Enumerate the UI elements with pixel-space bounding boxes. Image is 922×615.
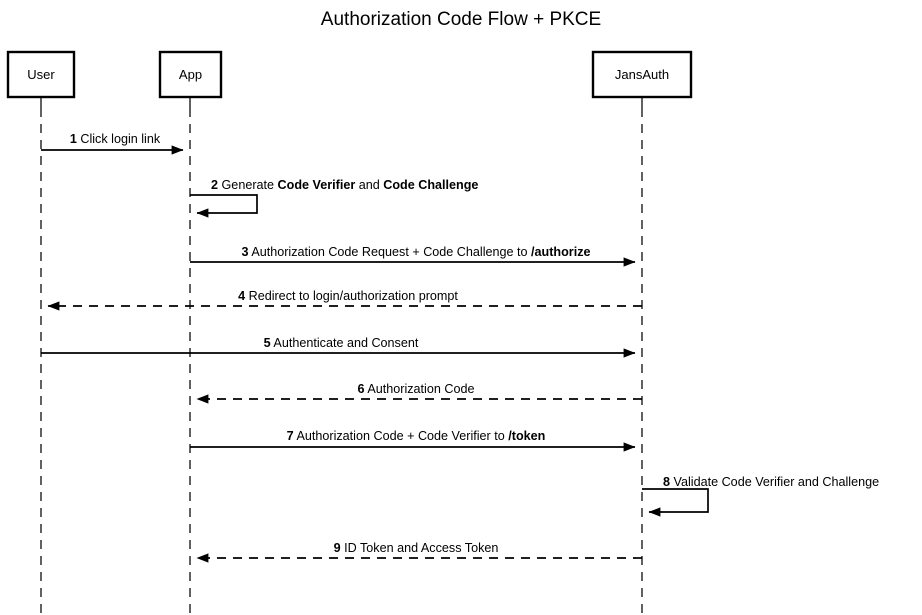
participant-user[interactable]: User <box>6 50 76 615</box>
message-label-4: 4 Redirect to login/authorization prompt <box>238 289 458 303</box>
message-number: 6 <box>358 382 365 396</box>
participant-jansauth[interactable]: JansAuth <box>591 50 693 615</box>
messages-layer: 1 Click login link 2 Generate Code Verifi… <box>41 132 879 563</box>
message-text-emphasis: Code Challenge <box>383 178 478 192</box>
participant-box-jansauth[interactable] <box>591 50 693 99</box>
diagram-title: Authorization Code Flow + PKCE <box>321 9 601 30</box>
message-4[interactable]: 4 Redirect to login/authorization prompt <box>47 289 642 311</box>
message-label-8: 8 Validate Code Verifier and Challenge <box>663 475 879 489</box>
message-number: 5 <box>264 336 271 350</box>
message-text-emphasis: Code Verifier <box>278 178 356 192</box>
message-3[interactable]: 3 Authorization Code Request + Code Chal… <box>190 245 636 267</box>
message-2[interactable]: 2 Generate Code Verifier and Code Challe… <box>190 178 478 218</box>
message-label-2: 2 Generate Code Verifier and Code Challe… <box>211 178 478 192</box>
message-text: Authenticate and Consent <box>271 336 419 350</box>
message-number: 9 <box>334 541 341 555</box>
message-label-1: 1 Click login link <box>70 132 161 146</box>
participant-label-user: User <box>27 67 55 82</box>
message-7[interactable]: 7 Authorization Code + Code Verifier to … <box>190 429 636 452</box>
message-label-3: 3 Authorization Code Request + Code Chal… <box>242 245 591 259</box>
message-text: Authorization Code + Code Verifier to <box>294 429 509 443</box>
participant-box-app[interactable] <box>158 50 223 99</box>
message-arrow-self[interactable] <box>190 194 258 218</box>
message-label-9: 9 ID Token and Access Token <box>334 541 499 555</box>
message-label-7: 7 Authorization Code + Code Verifier to … <box>287 429 546 443</box>
message-label-5: 5 Authenticate and Consent <box>264 336 419 350</box>
message-text: and <box>355 178 383 192</box>
participant-label-jansauth: JansAuth <box>615 67 669 82</box>
message-text: Authorization Code Request + Code Challe… <box>249 245 532 259</box>
message-8[interactable]: 8 Validate Code Verifier and Challenge <box>642 475 879 517</box>
message-text: ID Token and Access Token <box>341 541 499 555</box>
participants-layer: User App JansAuth <box>6 50 693 615</box>
message-text: Generate <box>218 178 278 192</box>
message-text: Authorization Code <box>365 382 475 396</box>
message-text: Validate Code Verifier and Challenge <box>670 475 879 489</box>
message-text-emphasis: /authorize <box>531 245 590 259</box>
message-number: 2 <box>211 178 218 192</box>
message-number: 3 <box>242 245 249 259</box>
message-5[interactable]: 5 Authenticate and Consent <box>41 336 636 358</box>
participant-label-app: App <box>179 67 202 82</box>
message-text: Click login link <box>77 132 161 146</box>
message-6[interactable]: 6 Authorization Code <box>196 382 642 404</box>
message-text: Redirect to login/authorization prompt <box>245 289 458 303</box>
message-9[interactable]: 9 ID Token and Access Token <box>196 541 642 563</box>
message-number: 1 <box>70 132 77 146</box>
message-1[interactable]: 1 Click login link <box>41 132 184 155</box>
message-label-6: 6 Authorization Code <box>358 382 475 396</box>
message-number: 8 <box>663 475 670 489</box>
participant-box-user[interactable] <box>6 50 76 99</box>
message-arrow-self[interactable] <box>642 488 709 517</box>
message-number: 4 <box>238 289 245 303</box>
message-number: 7 <box>287 429 294 443</box>
participant-app[interactable]: App <box>158 50 223 615</box>
message-text-emphasis: /token <box>508 429 545 443</box>
